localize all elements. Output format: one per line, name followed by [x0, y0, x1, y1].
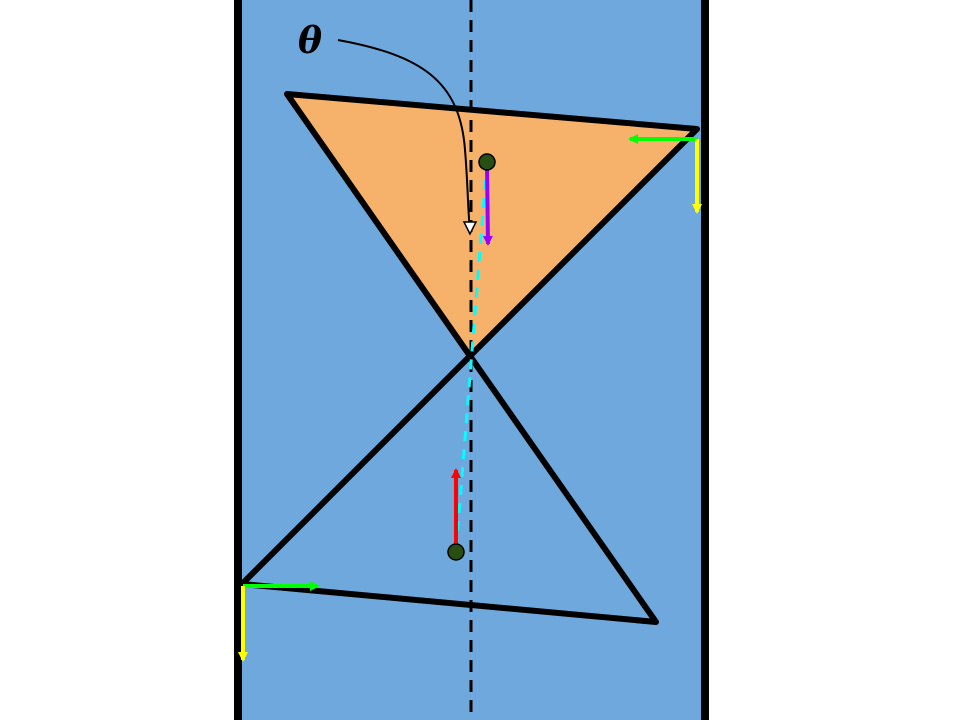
angle-indicator-arrowhead: [462, 221, 478, 236]
lower-triangle: [239, 353, 659, 625]
upper-force-arrow: [482, 165, 493, 246]
theta-label: θ: [298, 20, 322, 62]
lower-center-point: [447, 543, 465, 561]
upper-triangle: [284, 91, 700, 359]
upper-center-point: [478, 153, 496, 171]
center-connector-line: [454, 161, 489, 553]
angle-indicator-curve: [337, 39, 471, 231]
